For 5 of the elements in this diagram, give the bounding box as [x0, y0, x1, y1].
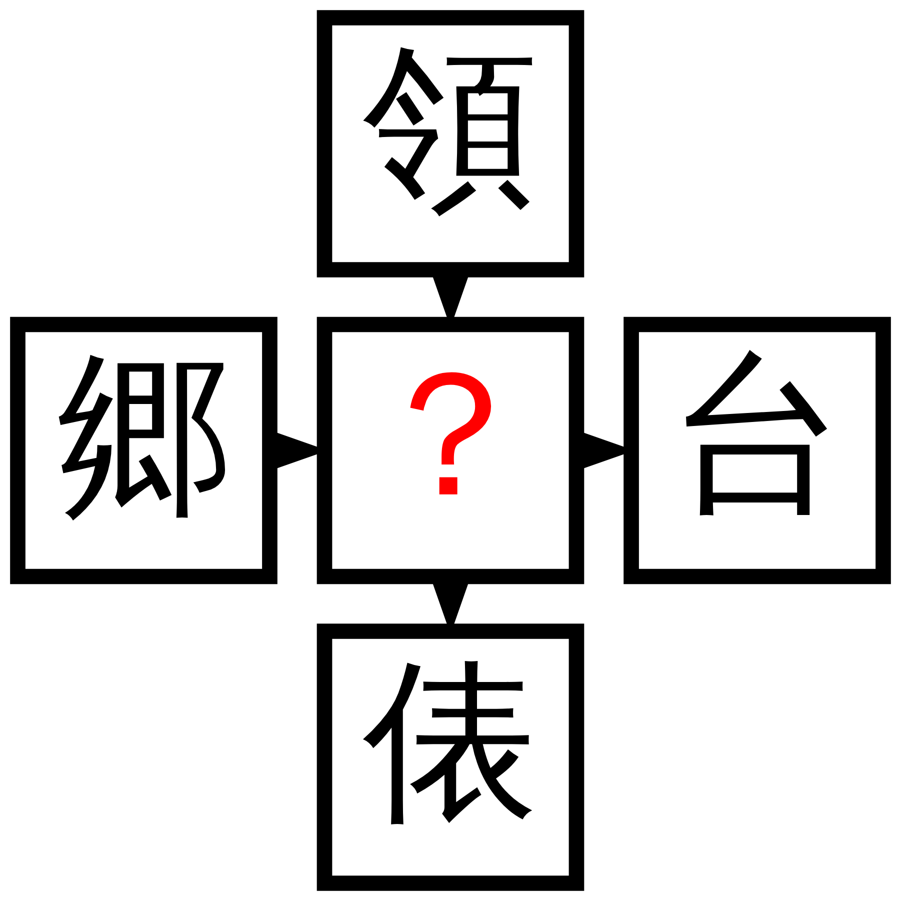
- node-box: 台: [623, 316, 890, 584]
- node-box: 領: [316, 10, 584, 277]
- node-box: 郷: [10, 316, 277, 584]
- node-box: 俵: [316, 623, 584, 890]
- node-box: ？: [316, 316, 584, 584]
